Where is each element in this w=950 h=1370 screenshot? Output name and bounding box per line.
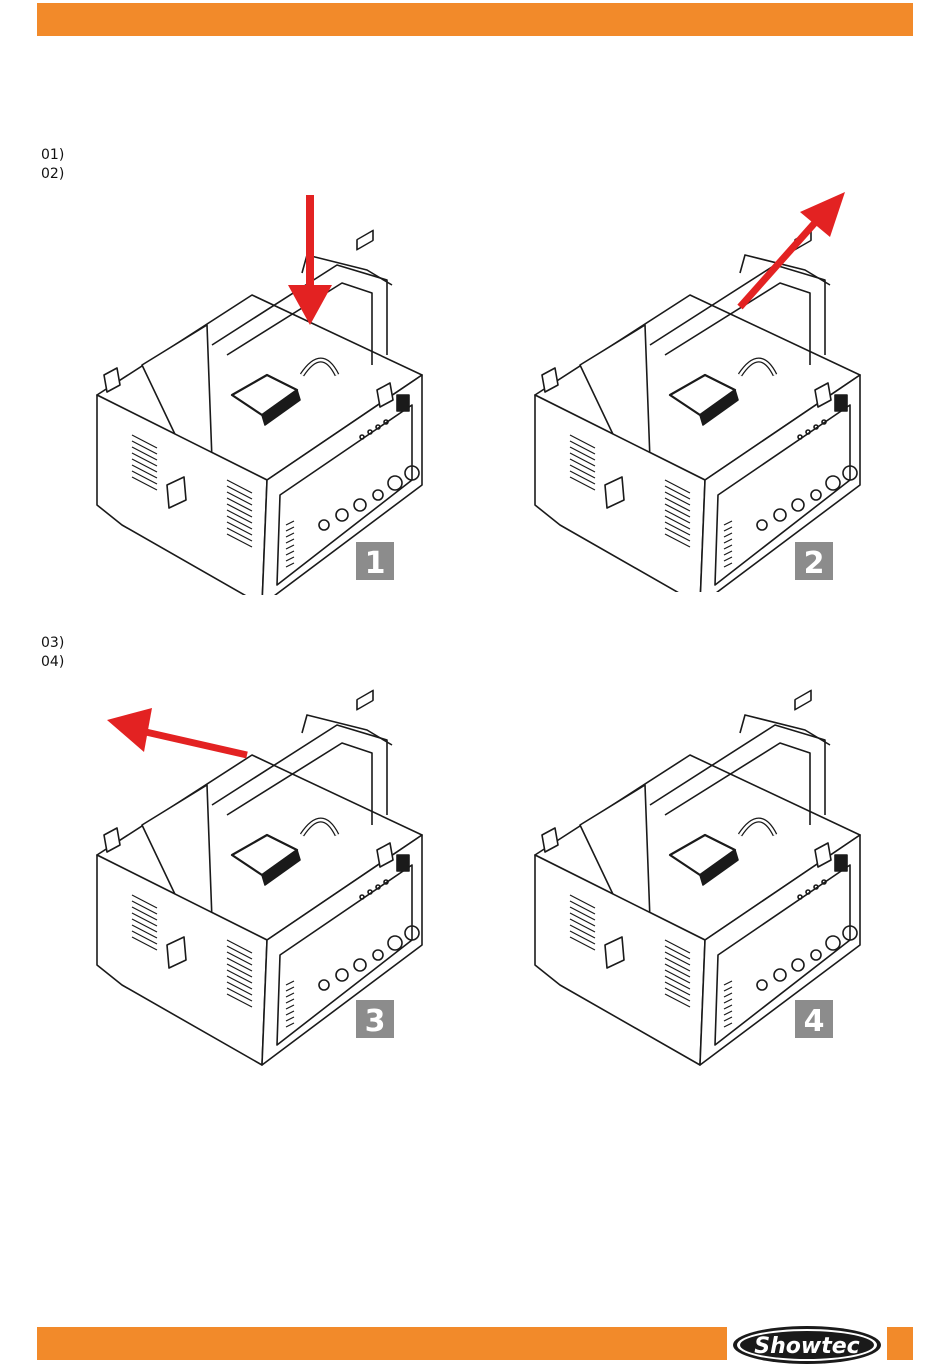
step-number: 4	[804, 1004, 825, 1039]
step-badge-2: 2	[795, 542, 833, 581]
footer-bar-end	[887, 1327, 913, 1360]
showtec-logo: Showtec	[731, 1324, 883, 1366]
arrow-up-right-icon	[740, 192, 845, 307]
steps-list-bottom: 03) 04)	[41, 634, 64, 672]
steps-list-top: 01) 02)	[41, 146, 64, 184]
header-bar	[37, 3, 913, 36]
step-number: 1	[365, 546, 386, 581]
step-badge-4: 4	[795, 1000, 833, 1039]
footer-bar	[37, 1327, 727, 1360]
step-label: 02)	[41, 165, 64, 184]
step-label: 01)	[41, 146, 64, 165]
svg-text:Showtec: Showtec	[754, 1334, 859, 1359]
step-label: 03)	[41, 634, 64, 653]
step-label: 04)	[41, 653, 64, 672]
step-number: 2	[804, 546, 825, 581]
step-badge-1: 1	[356, 542, 394, 581]
figure-step-1: 1	[62, 195, 442, 595]
arrow-left-icon	[107, 708, 247, 755]
step-number: 3	[365, 1004, 386, 1039]
figure-step-4: 4	[500, 680, 880, 1080]
figure-step-2: 2	[500, 192, 880, 592]
figure-step-3: 3	[62, 680, 442, 1080]
step-badge-3: 3	[356, 1000, 394, 1039]
